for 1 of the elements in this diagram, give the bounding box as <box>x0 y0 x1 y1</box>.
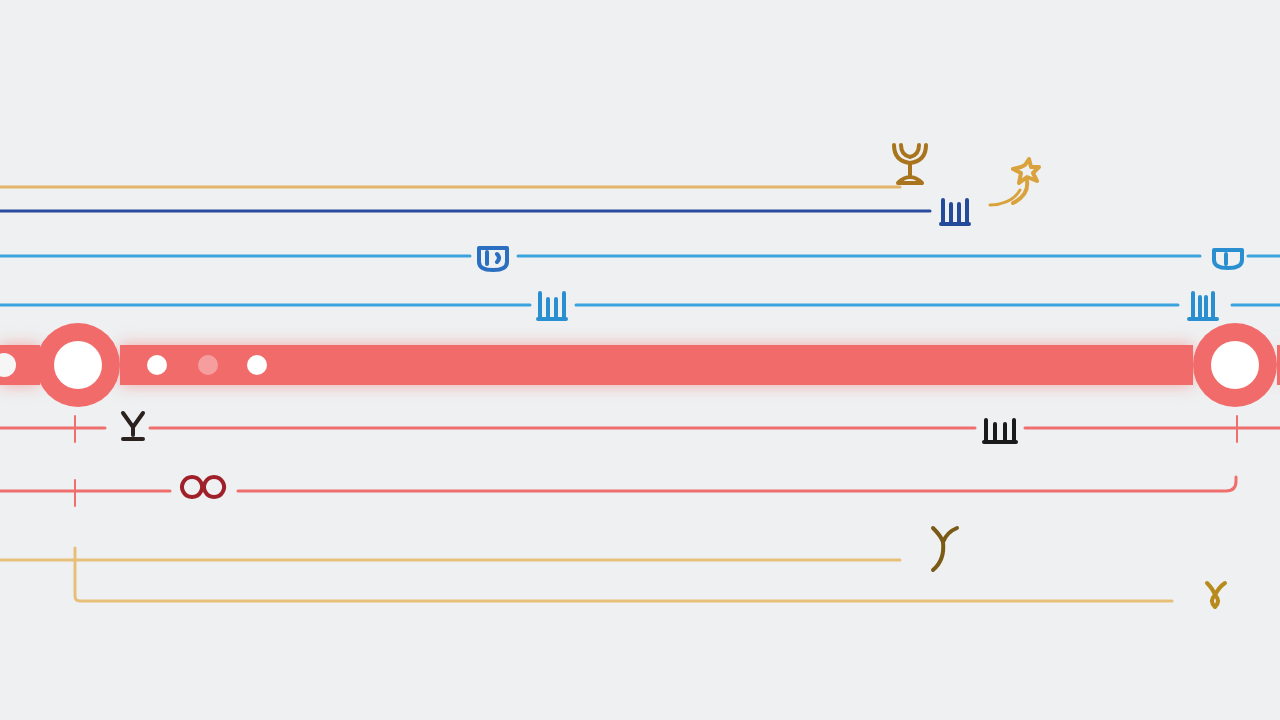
timeline-bar <box>120 345 1193 385</box>
